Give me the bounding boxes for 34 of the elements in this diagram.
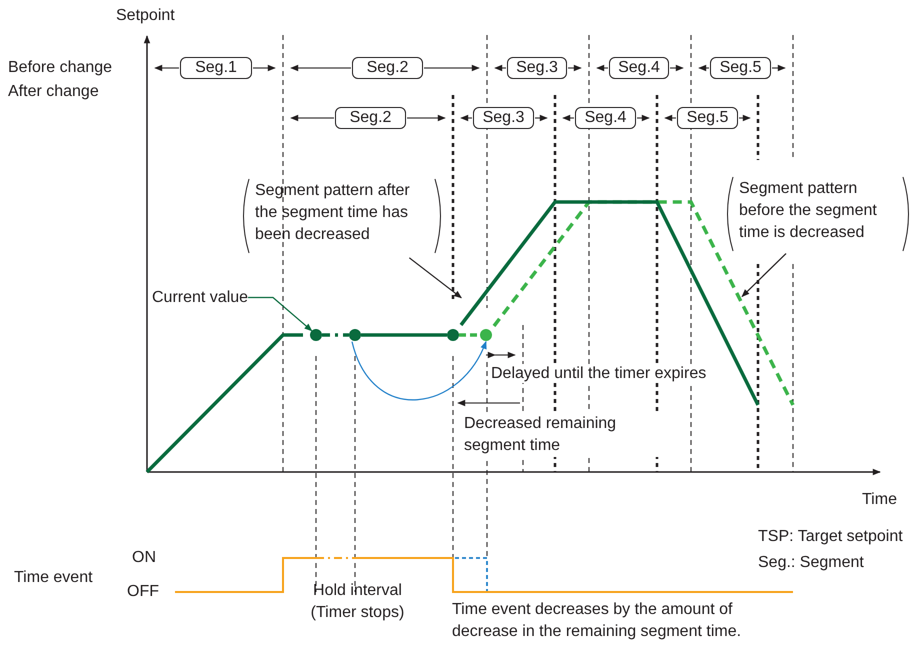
leader-line (408, 257, 462, 298)
hold-interval-line (459, 333, 480, 337)
hold-interval-line (322, 333, 349, 337)
abbreviation-note: Seg.: Segment (758, 553, 864, 572)
signal-name: Time event (14, 568, 93, 587)
callout-note: Segment pattern before the segment time is decreased (724, 176, 912, 252)
axis-title: Setpoint (116, 6, 175, 25)
abbreviation-note: TSP: Target setpoint (758, 527, 903, 546)
segment-tag: Seg.3 (473, 107, 534, 129)
segment-tag: Seg.1 (180, 57, 252, 79)
segment-tag: Seg.2 (335, 107, 406, 129)
state-label: OFF (127, 582, 159, 601)
segment-tag: Seg.4 (609, 57, 669, 79)
annotation-text: Time event decreases by the amount of decrease in the remaining segment time. (452, 600, 742, 642)
arrow (351, 340, 487, 400)
segment-tag: Seg.3 (507, 57, 567, 79)
segment-tag: Seg.5 (710, 57, 771, 79)
segment-tag: Seg.4 (575, 107, 636, 129)
row-label: Before change (8, 58, 112, 77)
row-label: After change (8, 82, 99, 101)
state-label: ON (132, 548, 156, 567)
point-marker (349, 329, 361, 341)
axis-title: Time (862, 490, 897, 509)
point-marker (447, 329, 459, 341)
callout-note: Segment pattern after the segment time has been decreased (240, 178, 444, 254)
leader-line (248, 296, 312, 332)
segment-tag: Seg.5 (677, 107, 738, 129)
leader-line (741, 253, 786, 298)
point-marker (480, 329, 492, 341)
annotation-text: Delayed until the timer expires (491, 364, 706, 383)
annotation-text: Hold interval (Timer stops) (310, 581, 406, 623)
segment-tag: Seg.2 (352, 57, 423, 79)
setpoint-line (361, 333, 447, 337)
point-marker (310, 329, 322, 341)
